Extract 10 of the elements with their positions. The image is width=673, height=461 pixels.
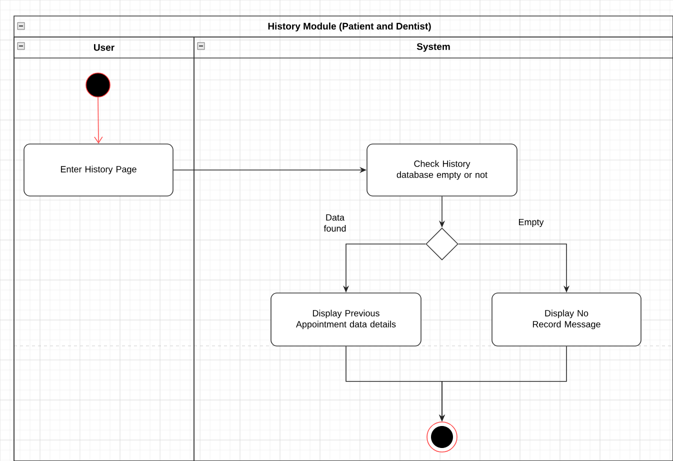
end-node: [426, 422, 458, 452]
edge-label: Empty: [518, 218, 544, 228]
start-node: [86, 72, 110, 98]
activity-box: Enter History Page: [24, 144, 174, 196]
arrow: [94, 97, 103, 144]
activity-box: Check History database empty or not: [366, 144, 518, 196]
activity-box: Display No Record Message: [492, 292, 642, 346]
decision-diamond: [426, 228, 458, 260]
edge-label: Data found: [324, 214, 346, 232]
activity-box: Display Previous Appointment data details: [270, 292, 422, 346]
